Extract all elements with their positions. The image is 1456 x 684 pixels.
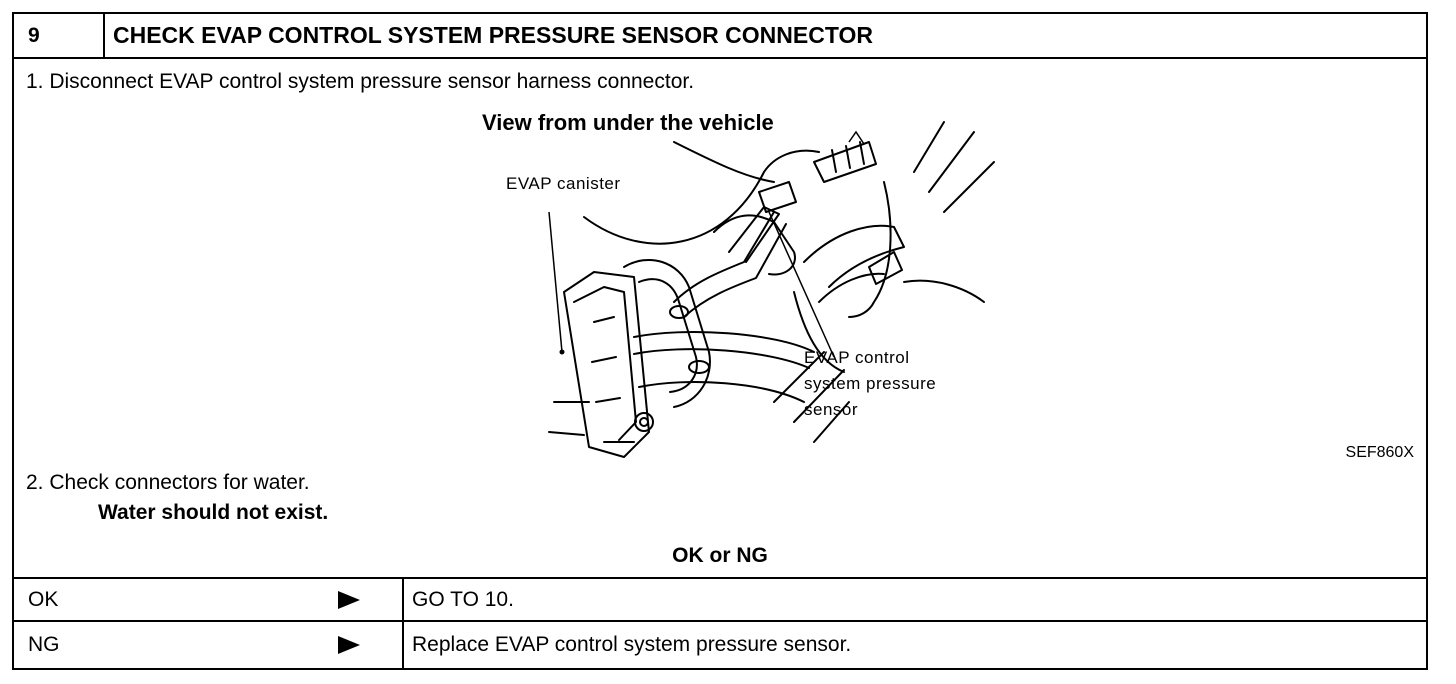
label-sensor-line-3: sensor bbox=[804, 400, 859, 419]
diagnostic-procedure-card: 9 CHECK EVAP CONTROL SYSTEM PRESSURE SEN… bbox=[12, 12, 1428, 670]
decision-row-ok: OK GO TO 10. bbox=[14, 577, 1426, 620]
arrow-right-icon bbox=[338, 636, 360, 654]
instruction-step-1: 1. Disconnect EVAP control system pressu… bbox=[26, 70, 695, 93]
decision-row-ng: NG Replace EVAP control system pressure … bbox=[14, 620, 1426, 668]
result-label: NG bbox=[28, 633, 60, 656]
expected-result-note: Water should not exist. bbox=[98, 501, 329, 524]
procedure-title: CHECK EVAP CONTROL SYSTEM PRESSURE SENSO… bbox=[113, 22, 873, 48]
result-label: OK bbox=[28, 588, 59, 611]
figure-code: SEF860X bbox=[1345, 444, 1414, 461]
column-divider bbox=[402, 622, 404, 668]
label-evap-canister: EVAP canister bbox=[506, 174, 621, 193]
label-sensor-line-2: system pressure bbox=[804, 374, 937, 393]
label-sensor-line-1: EVAP control bbox=[804, 348, 910, 367]
result-action: Replace EVAP control system pressure sen… bbox=[412, 633, 852, 656]
procedure-header: 9 CHECK EVAP CONTROL SYSTEM PRESSURE SEN… bbox=[14, 14, 1426, 59]
result-action: GO TO 10. bbox=[412, 588, 514, 611]
column-divider bbox=[402, 579, 404, 620]
step-number: 9 bbox=[14, 14, 105, 57]
vehicle-underside-illustration bbox=[548, 121, 995, 458]
decision-prompt: OK or NG bbox=[672, 544, 768, 567]
instruction-step-2: 2. Check connectors for water. bbox=[26, 471, 310, 494]
arrow-right-icon bbox=[338, 591, 360, 609]
figure-title: View from under the vehicle bbox=[482, 110, 774, 135]
